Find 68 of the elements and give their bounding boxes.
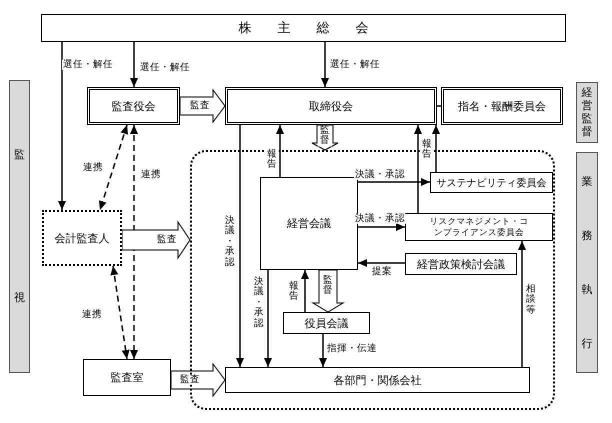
dotted-region (190, 150, 555, 410)
edge-label: 監査 (156, 234, 178, 246)
connector-line (437, 105, 441, 107)
edge-label: 決議・承認 (222, 216, 238, 268)
edge-label: 報告 (286, 282, 302, 302)
arrow (432, 125, 440, 172)
arrow (236, 125, 244, 367)
edge-label: 選任・解任 (329, 60, 381, 70)
board-box (87, 87, 180, 125)
dashed-arrow (110, 266, 130, 360)
label-text: 監視 (12, 148, 26, 306)
edge-label: 決議・承認 (354, 170, 406, 180)
arrow (518, 241, 526, 367)
side-band (576, 82, 598, 143)
arrow (321, 42, 329, 87)
arrow (58, 42, 66, 210)
arrow (358, 178, 430, 186)
edge-label: 相談等 (524, 284, 538, 316)
edge-label: 連携 (81, 310, 103, 320)
arrow (358, 223, 405, 231)
edge-label: 報告 (264, 150, 280, 170)
edge-label: 連携 (82, 162, 104, 174)
arrow (319, 334, 327, 367)
arrow (130, 42, 138, 87)
label-text: 指名・報酬委員会 (458, 100, 546, 114)
edge-label: 決議・承認 (354, 214, 406, 224)
arrow (414, 125, 422, 213)
meeting-box (41, 14, 566, 42)
edge-label: 監査 (179, 374, 201, 386)
label-text: 経営政策検討会議 (417, 258, 505, 272)
edge-label: 指揮・伝達 (326, 344, 378, 354)
committee-box (405, 213, 553, 241)
label-text: 株主総会 (238, 19, 394, 37)
meeting-box (283, 312, 370, 334)
side-band (576, 152, 598, 373)
edge-label: 監督 (320, 276, 336, 296)
label-text: サステナビリティ委員会 (436, 176, 546, 190)
label-text: 取締役会 (309, 100, 353, 114)
label-text: 各部門・関係会社 (334, 374, 422, 388)
edge-label: 提案 (371, 266, 393, 278)
committee-box (441, 87, 563, 125)
committee-box (430, 172, 553, 193)
side-band (9, 80, 30, 373)
edge-label: 選任・解任 (139, 62, 191, 74)
arrow (264, 270, 272, 367)
edge-label: 連携 (140, 170, 162, 180)
department-box (225, 367, 530, 393)
office-box (83, 359, 171, 396)
label-text: 監査役会 (112, 100, 156, 114)
meeting-box (405, 253, 517, 275)
edge-label: 選任・解任 (62, 60, 114, 70)
edge-label: 監査 (189, 100, 211, 112)
label-text: 経営会議 (287, 216, 331, 231)
edge-label: 決議・承認 (252, 276, 266, 330)
label-text: 役員会議 (304, 316, 348, 330)
label-text: 会計監査人 (54, 232, 110, 246)
edge-label: 報告 (420, 140, 434, 160)
label-text: リスクマネジメント・コンプライアンス委員会 (428, 216, 530, 238)
auditor-box (42, 210, 122, 266)
label-text: 経営監督 (580, 86, 594, 138)
arrow (301, 270, 309, 312)
arrow (358, 259, 405, 267)
dashed-arrow (98, 124, 128, 210)
board-box (225, 87, 437, 125)
dashed-arrow (130, 125, 138, 359)
arrow (276, 125, 284, 177)
label-text: 監査室 (110, 370, 144, 385)
label-text: 業務執行 (580, 174, 594, 352)
